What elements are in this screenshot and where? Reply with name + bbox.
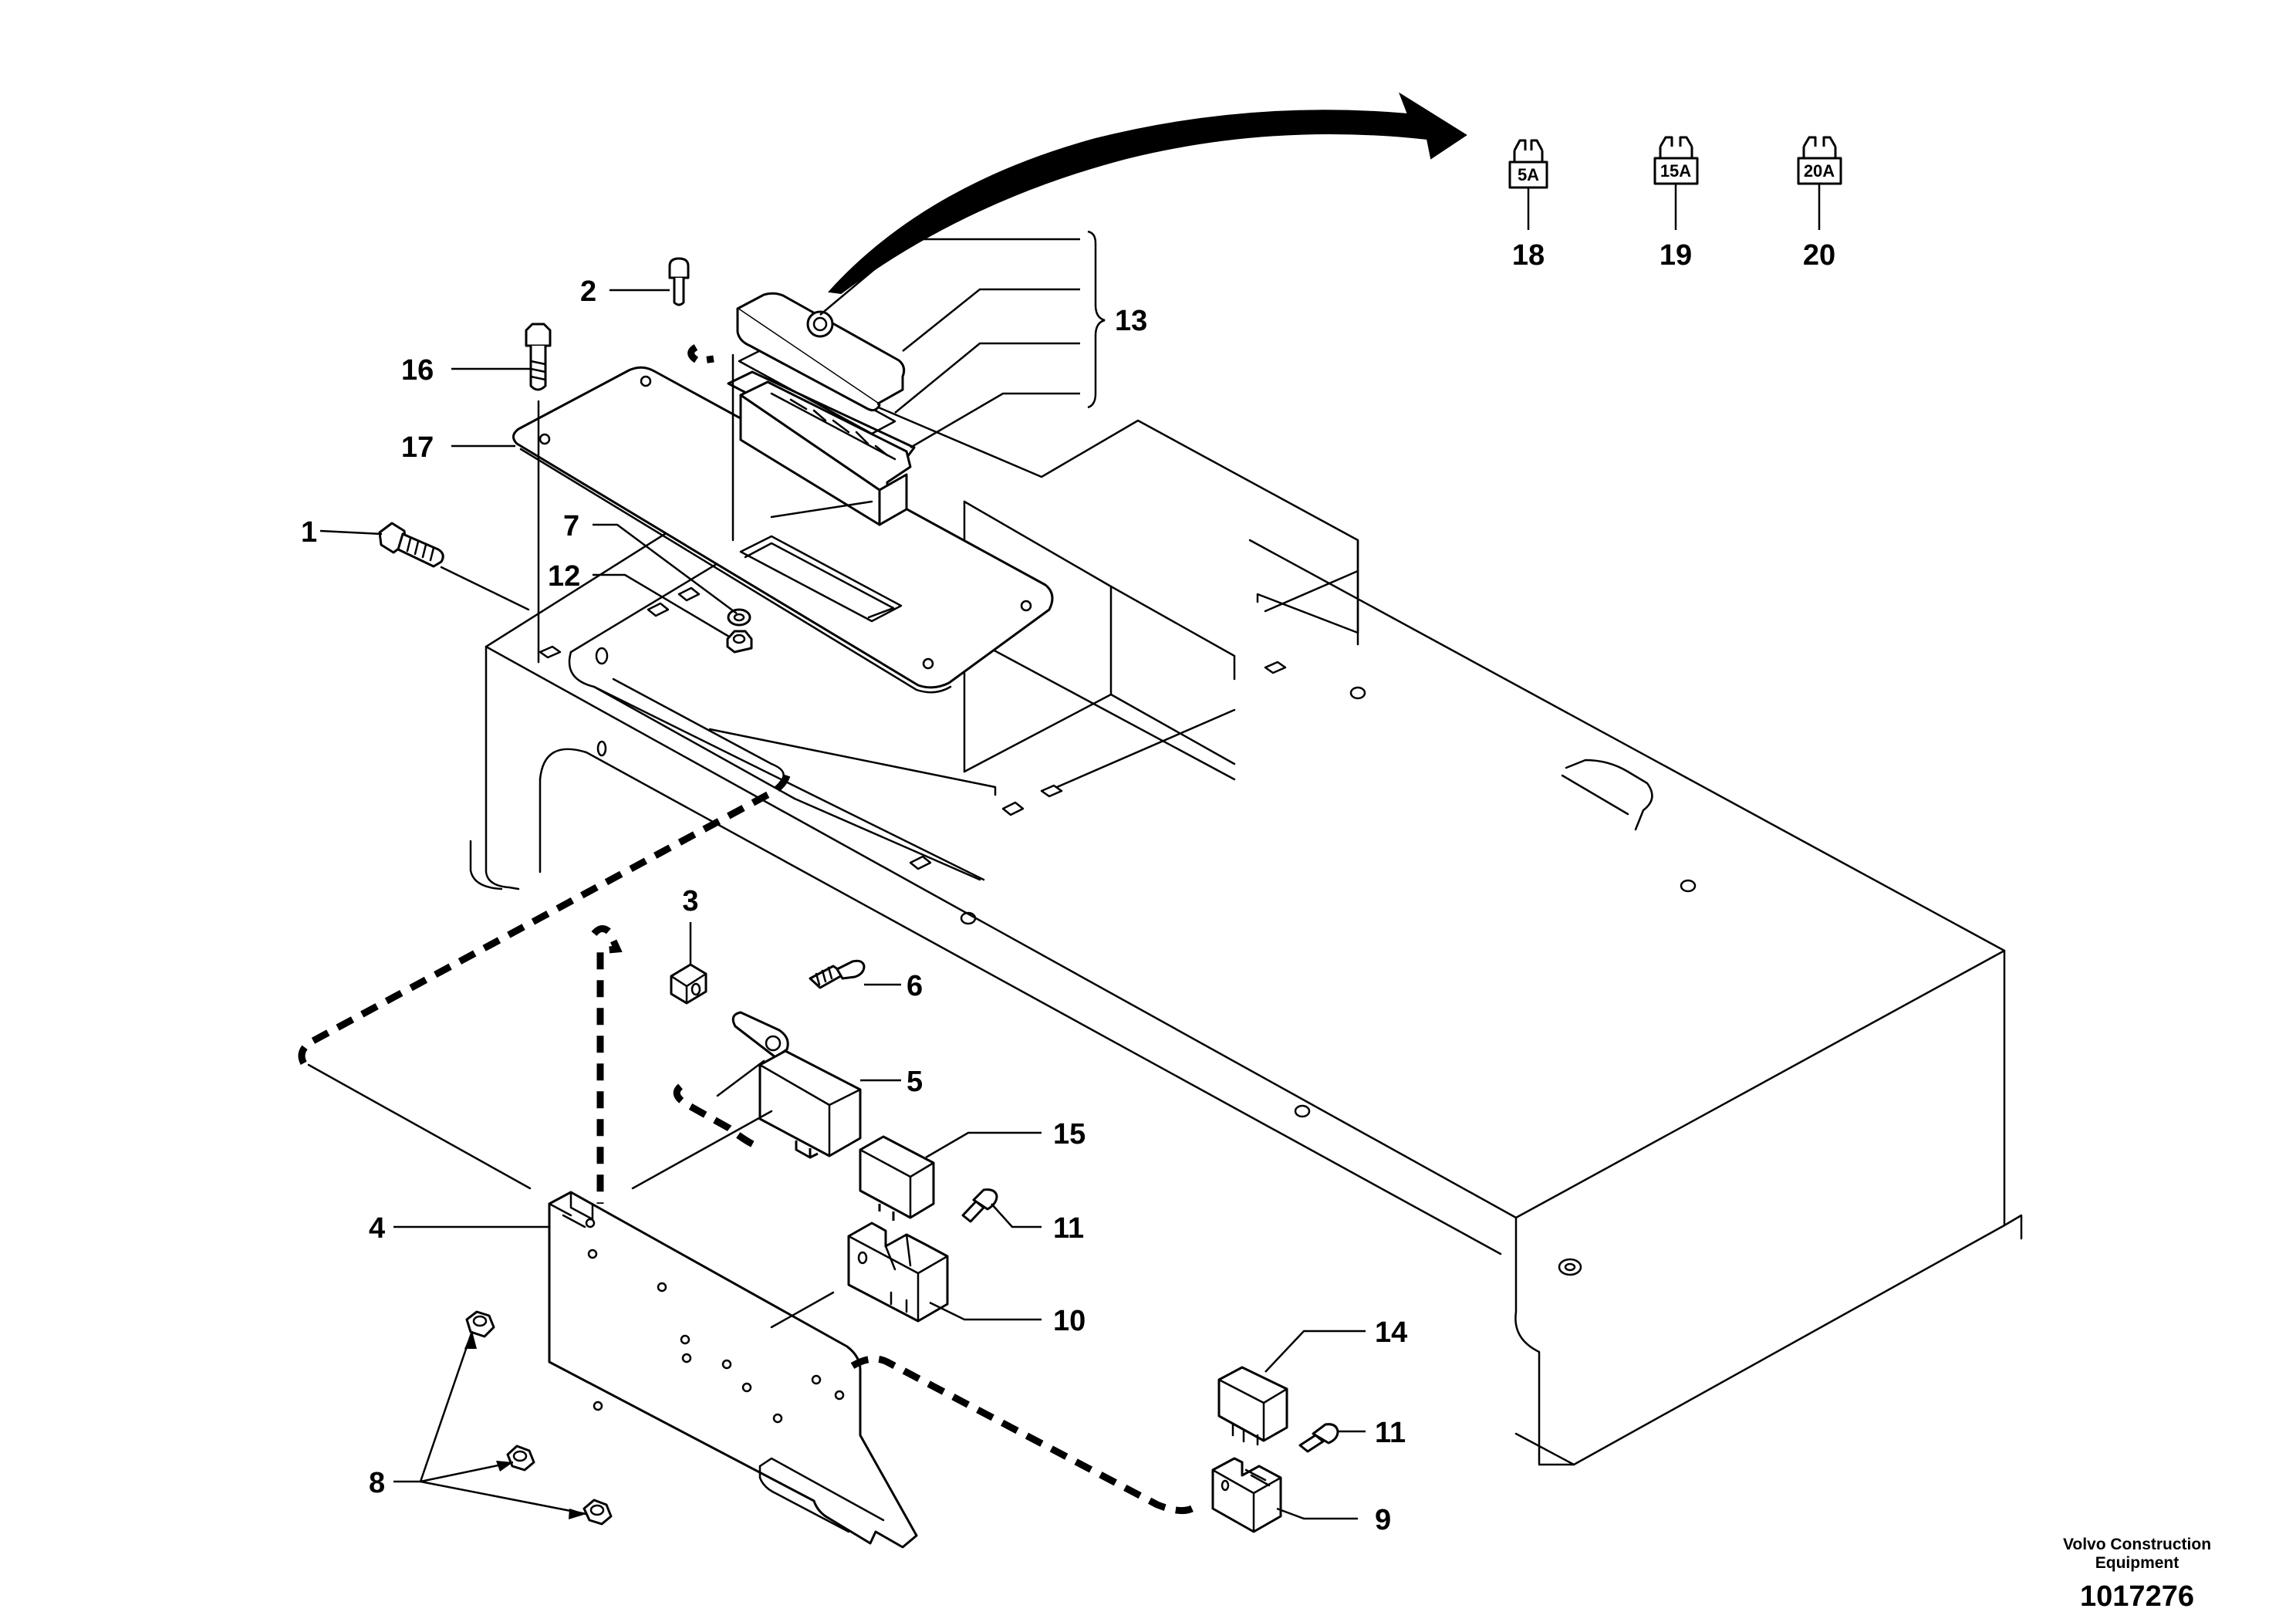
callout-20: 20 [1803,239,1835,272]
callout-1: 1 [301,516,317,549]
callout-5: 5 [907,1066,923,1098]
screw-6 [809,959,866,989]
washer-7 [727,608,751,627]
screw-11-lower [1298,1423,1339,1453]
callout-17: 17 [401,431,434,464]
relay-socket-9 [1211,1457,1282,1533]
relay-14 [1217,1366,1288,1446]
screw-2 [668,257,690,306]
fuse-20a-rating: 20A [1804,161,1835,181]
fuse-20a: 20A [1797,136,1842,230]
nut-8-b [506,1445,535,1472]
fuse-box-assembly [727,292,916,526]
company-name-line2: Equipment [2095,1554,2180,1572]
fuse-15a: 15A [1653,136,1699,230]
callouts: 1 2 16 17 7 12 13 18 19 20 3 6 5 [301,230,1835,1536]
callout-11-upper: 11 [1053,1212,1084,1245]
nut-8-c [582,1499,613,1526]
relay-15 [859,1135,935,1221]
footer-credit: Volvo Construction Equipment [2021,1536,2253,1573]
callout-12: 12 [548,560,580,593]
drawing-number: 1017276 [2080,1580,2194,1613]
callout-2: 2 [580,275,596,308]
callout-15: 15 [1053,1118,1086,1151]
callout-4: 4 [369,1212,385,1245]
callout-13: 13 [1115,305,1147,337]
fuse-5a: 5A [1508,139,1548,230]
callout-7: 7 [563,510,579,542]
leader-lines [307,353,873,1329]
callout-10: 10 [1053,1305,1086,1337]
relay-socket-10 [847,1222,949,1323]
screw-11-upper [961,1188,998,1223]
curved-arrow [827,92,1467,295]
bolt-1 [378,522,530,611]
company-name-line1: Volvo Construction [2062,1536,2212,1553]
console-housing [469,400,2023,1466]
callout-11-lower: 11 [1375,1417,1406,1449]
nut-3 [670,963,707,1005]
dashed-routes [298,344,1194,1515]
fuse-15a-rating: 15A [1660,161,1691,181]
mounting-bracket [548,1191,918,1549]
callout-14: 14 [1375,1316,1407,1349]
callout-16: 16 [401,354,434,387]
nut-8-a [465,1310,495,1338]
fuse-5a-rating: 5A [1518,165,1539,184]
nut-12 [726,630,753,654]
relay-5 [731,1011,862,1159]
cover-plate [512,366,1054,694]
callout-6: 6 [907,970,923,1002]
bolt-16 [525,323,552,391]
callout-18: 18 [1512,239,1545,272]
callout-3: 3 [682,885,698,917]
callout-8: 8 [369,1467,385,1499]
callout-19: 19 [1660,239,1692,272]
callout-9: 9 [1375,1504,1391,1536]
